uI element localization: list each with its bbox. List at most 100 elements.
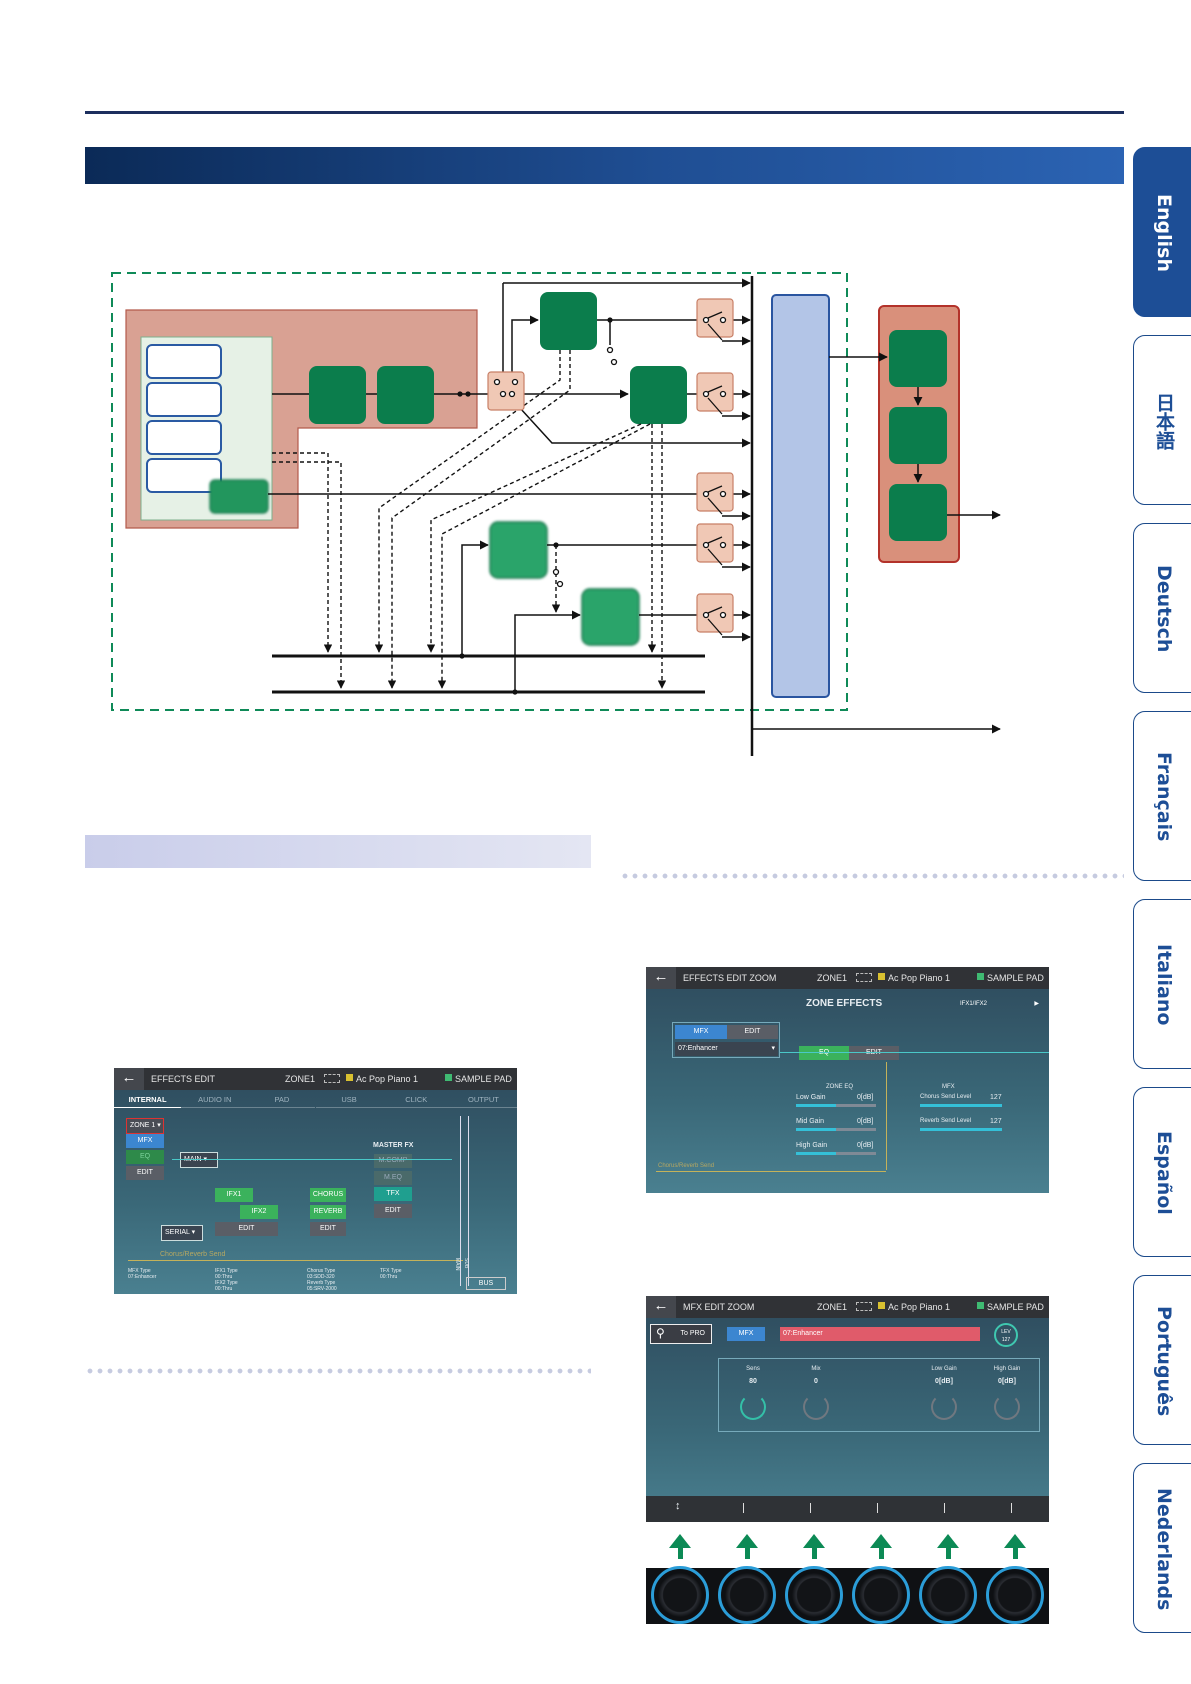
ifx2-button[interactable]: IFX2 — [240, 1205, 278, 1219]
output-select[interactable]: MAIN ▾ — [180, 1152, 218, 1168]
chorus-reverb-edit-button[interactable]: EDIT — [310, 1222, 346, 1236]
zoom-zone-label: ZONE1 — [817, 973, 848, 983]
eq-param-value[interactable]: 0[dB] — [857, 1142, 874, 1149]
eq-param-bar-rest — [836, 1152, 876, 1155]
mfx-param-knob[interactable] — [803, 1394, 829, 1420]
send-level-label: Reverb Send Level — [920, 1118, 972, 1124]
zoom-header: ← EFFECTS EDIT ZOOM ZONE1 Ac Pop Piano 1… — [646, 967, 1049, 989]
up-arrow-stem — [1012, 1547, 1018, 1559]
ifx-edit-button[interactable]: EDIT — [215, 1222, 278, 1236]
language-tab-label: Español — [1153, 1131, 1175, 1215]
language-tab[interactable]: Français — [1133, 711, 1191, 881]
hardware-knob[interactable] — [986, 1566, 1044, 1624]
language-tab[interactable]: Português — [1133, 1275, 1191, 1445]
hardware-knob[interactable] — [785, 1566, 843, 1624]
mfx-knob-label: High Gain — [993, 1366, 1021, 1372]
mfx-param-knob[interactable] — [931, 1394, 957, 1420]
eq-param-value[interactable]: 0[dB] — [857, 1118, 874, 1125]
eq-button[interactable]: EQ — [126, 1150, 164, 1164]
effects-tab[interactable]: INTERNAL — [114, 1095, 182, 1108]
zoom-mfx-button[interactable]: MFX — [675, 1025, 727, 1039]
mfx-knob-value: 0 — [814, 1378, 818, 1385]
hardware-knob[interactable] — [651, 1566, 709, 1624]
mfx-type-field[interactable]: 07:Enhancer — [780, 1327, 980, 1341]
send-level-value[interactable]: 127 — [990, 1118, 1002, 1125]
tone-category-icon — [324, 1074, 340, 1083]
ifx-page-select[interactable]: IFX1/IFX2▶ — [956, 997, 1042, 1011]
back-arrow-icon[interactable]: ← — [114, 1068, 144, 1090]
ifx1-button[interactable]: IFX1 — [215, 1188, 253, 1202]
zoom-back-arrow-icon[interactable]: ← — [646, 967, 676, 989]
mfx-zoom-title: MFX EDIT ZOOM — [683, 1302, 755, 1312]
hardware-knob[interactable] — [852, 1566, 910, 1624]
subsection-heading-bar — [85, 835, 591, 868]
zone-select[interactable]: ZONE 1 ▾ — [126, 1118, 164, 1134]
m-eq-button[interactable]: M.EQ — [374, 1171, 412, 1185]
hardware-knob[interactable] — [919, 1566, 977, 1624]
language-tab[interactable]: Nederlands — [1133, 1463, 1191, 1633]
language-tab[interactable]: Español — [1133, 1087, 1191, 1257]
mfx-param-knob[interactable] — [740, 1394, 766, 1420]
mfx-knob-label: Mix — [811, 1366, 821, 1372]
zoom-mfx-edit-button[interactable]: EDIT — [727, 1025, 778, 1039]
part-slot-1 — [146, 344, 222, 379]
language-tab[interactable]: Deutsch — [1133, 523, 1191, 693]
zoom-flag-icon — [878, 973, 885, 980]
zone-edit-button[interactable]: EDIT — [126, 1166, 164, 1180]
mfx-on-button[interactable]: MFX — [727, 1327, 765, 1341]
effects-tab[interactable]: USB — [315, 1095, 383, 1108]
mfx-type-select[interactable]: 07:Enhancer▾ — [675, 1042, 778, 1056]
tfx-type-value: 00:Thru — [380, 1274, 398, 1280]
language-tab-label: Português — [1153, 1305, 1175, 1417]
eq-param-label: Mid Gain — [796, 1118, 825, 1125]
reverb-button[interactable]: REVERB — [310, 1205, 346, 1219]
part-slot-2 — [146, 382, 222, 417]
up-arrow-stem — [677, 1547, 683, 1559]
up-arrow-stem — [945, 1547, 951, 1559]
chorus-button[interactable]: CHORUS — [310, 1188, 346, 1202]
hardware-knob[interactable] — [718, 1566, 776, 1624]
effects-edit-screen: ← EFFECTS EDIT ZONE1 Ac Pop Piano 1 SAMP… — [114, 1068, 517, 1294]
sub-out-line — [468, 1116, 469, 1286]
up-arrow-icon — [1004, 1534, 1026, 1548]
mfx-knob-label: Sens — [746, 1366, 760, 1372]
language-tab[interactable]: English — [1133, 147, 1191, 317]
mfx-param-knob[interactable] — [994, 1394, 1020, 1420]
part-slot-3 — [146, 420, 222, 455]
knob-divider-2 — [810, 1503, 811, 1513]
zone-eq-label: ZONE EQ — [826, 1084, 854, 1090]
up-arrow-icon — [937, 1534, 959, 1548]
effects-tab[interactable]: PAD — [248, 1095, 316, 1108]
knob-panel — [646, 1568, 1049, 1624]
mfx-button[interactable]: MFX — [126, 1134, 164, 1148]
m-comp-button[interactable]: M.COMP — [374, 1154, 412, 1168]
effects-tab[interactable]: OUTPUT — [449, 1095, 517, 1108]
zoom-tone-name: Ac Pop Piano 1 — [888, 973, 951, 983]
eq-param-value[interactable]: 0[dB] — [857, 1094, 874, 1101]
ifx-routing-select[interactable]: SERIAL ▾ — [161, 1225, 203, 1241]
ifx2-type-label: IFX2 Type — [215, 1280, 238, 1286]
effects-tab[interactable]: CLICK — [382, 1095, 450, 1108]
mfx-type-label: MFX Type — [128, 1268, 151, 1274]
eq-param-bar — [796, 1152, 836, 1155]
knob-function-bar — [646, 1496, 1049, 1522]
send-level-value[interactable]: 127 — [990, 1094, 1002, 1101]
to-pro-button[interactable]: ⚲To PRO — [650, 1324, 712, 1344]
zoom-eq-button[interactable]: EQ — [799, 1046, 849, 1060]
zoom-eq-edit-button[interactable]: EDIT — [849, 1046, 899, 1060]
mfx-box — [672, 1022, 780, 1058]
tfx-button[interactable]: TFX — [374, 1187, 412, 1201]
effects-tab[interactable]: AUDIO IN — [181, 1095, 249, 1108]
mfx-block — [309, 366, 366, 424]
mixer-block — [771, 294, 830, 698]
language-tab[interactable]: 日本語 — [1133, 335, 1191, 505]
chevron-down-icon: ▾ — [771, 1045, 775, 1052]
master-edit-button[interactable]: EDIT — [374, 1204, 412, 1218]
master-fx-label: MASTER FX — [373, 1142, 414, 1149]
language-tab[interactable]: Italiano — [1133, 899, 1191, 1069]
mfx-back-arrow-icon[interactable]: ← — [646, 1296, 676, 1318]
ifx2-block — [630, 366, 687, 424]
